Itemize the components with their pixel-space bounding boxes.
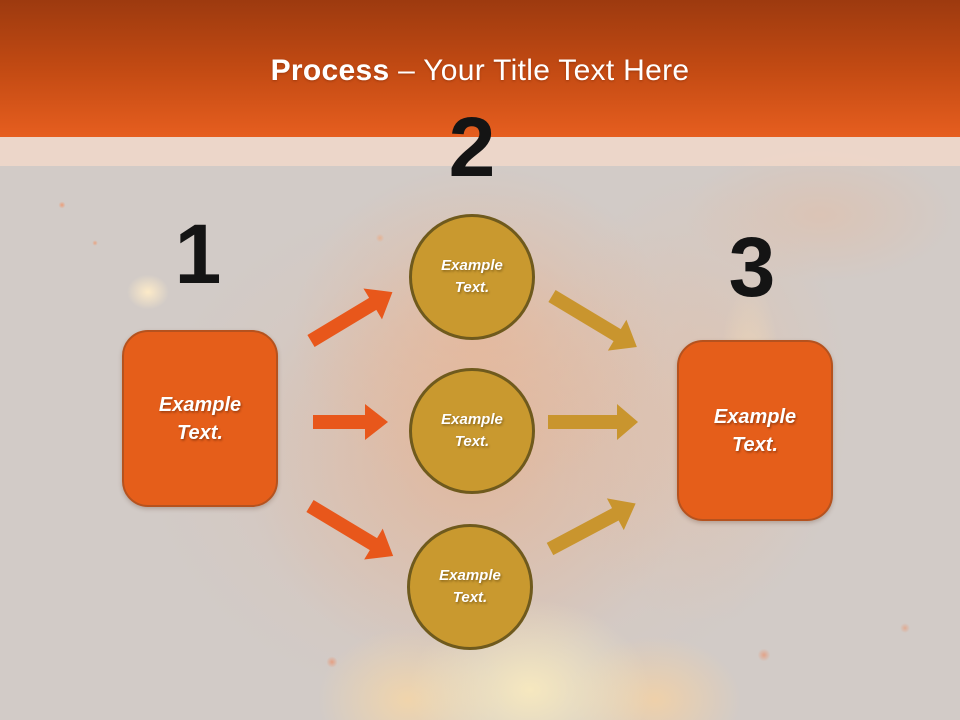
process-end-box: Example Text. (677, 340, 833, 521)
slide-title-keyword: Process (270, 54, 390, 87)
step-circle-middle: Example Text. (409, 368, 535, 494)
start-box-label-line2: Text. (177, 421, 223, 444)
end-box-label-line2: Text. (732, 433, 778, 456)
top-circle-label-line2: Text. (454, 279, 490, 296)
arrow-start-to-middle-circle-icon (313, 404, 388, 440)
step-number-1: 1 (174, 207, 222, 301)
arrow-start-to-top-circle-icon (307, 288, 393, 348)
bottom-circle-label-line1: Example (439, 567, 501, 584)
step-number-3: 3 (728, 220, 776, 314)
step-circle-top: Example Text. (409, 214, 535, 340)
end-box-label-line1: Example (713, 405, 797, 428)
start-box-label-line1: Example (158, 393, 242, 416)
header-underlay-band (0, 137, 960, 166)
step-number-2: 2 (448, 100, 496, 194)
arrow-bottom-circle-to-end-icon (546, 498, 636, 556)
bottom-circle-label-line2: Text. (452, 589, 488, 606)
slide-title-subtitle: – Your Title Text Here (398, 54, 690, 87)
arrow-top-circle-to-end-icon (548, 289, 637, 351)
step-circle-bottom: Example Text. (407, 524, 533, 650)
arrow-start-to-bottom-circle-icon (306, 499, 394, 560)
middle-circle-label-line1: Example (441, 411, 503, 428)
header-bar: Process – Your Title Text Here (0, 0, 960, 137)
top-circle-label-line1: Example (441, 257, 503, 274)
slide-title: Process – Your Title Text Here (0, 54, 960, 88)
process-start-box: Example Text. (122, 330, 278, 507)
arrow-middle-circle-to-end-icon (548, 404, 638, 440)
middle-circle-label-line2: Text. (454, 433, 490, 450)
